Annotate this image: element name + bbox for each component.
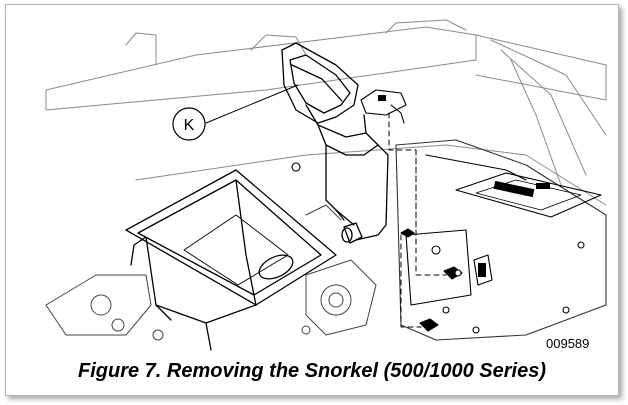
engine-lower-parts — [45, 204, 377, 341]
snorkel-line-drawing: K — [45, 19, 607, 351]
air-cleaner-housing — [125, 169, 337, 351]
chassis-frame — [45, 19, 607, 206]
callout-label: K — [184, 117, 195, 134]
engine-bracket — [291, 139, 607, 341]
callout-k: K — [172, 84, 299, 141]
hardware-dashed-lines — [388, 112, 447, 328]
snorkel — [281, 42, 389, 244]
figure-frame: K 009589 Figure 7. Removing the Snorkel … — [5, 4, 619, 396]
figure-number: 009589 — [546, 336, 590, 351]
figure-caption: Figure 7. Removing the Snorkel (500/1000… — [78, 360, 546, 382]
bolts — [400, 228, 493, 332]
mounting-clip — [360, 89, 407, 124]
